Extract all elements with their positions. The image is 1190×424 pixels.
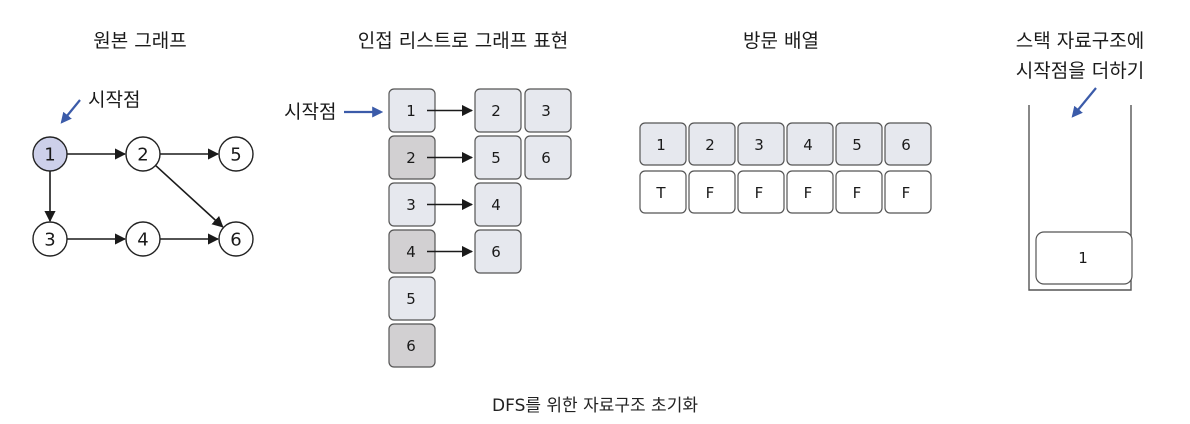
graph-title: 원본 그래프	[93, 30, 186, 52]
adjacency-neighbor-label: 4	[491, 196, 501, 214]
adjacency-head-cell	[388, 276, 436, 321]
graph-node-1: 1	[32, 136, 68, 172]
adjacency-start-label: 시작점	[284, 101, 336, 123]
visited-value-label: F	[853, 184, 862, 202]
stack-item-box	[1035, 231, 1133, 285]
adjacency-head-label: 5	[406, 290, 416, 308]
adjacency-neighbor-cell	[474, 88, 522, 133]
graph-node-label: 3	[44, 230, 55, 251]
visited-index-cell	[786, 122, 834, 166]
visited-value-cell	[884, 170, 932, 214]
visited-value-label: T	[655, 184, 666, 202]
graph-start-pointer: 시작점	[60, 89, 140, 124]
graph-node-6: 6	[218, 221, 254, 257]
visited-index-label: 3	[754, 136, 764, 154]
graph-node-4: 4	[125, 221, 161, 257]
graph-node-label: 6	[230, 230, 241, 251]
graph-node-circle	[218, 136, 254, 172]
graph-node-label: 2	[137, 145, 148, 166]
adjacency-head-cell	[388, 323, 436, 368]
graph-node-5: 5	[218, 136, 254, 172]
adjacency-head-label: 4	[406, 243, 416, 261]
visited-value-cell	[786, 170, 834, 214]
visited-index-cell	[884, 122, 932, 166]
visited-index-label: 5	[852, 136, 862, 154]
visited-title: 방문 배열	[743, 30, 819, 52]
graph-start-label: 시작점	[88, 89, 140, 111]
adjacency-row-5: 5	[388, 276, 436, 321]
graph-node-label: 4	[137, 230, 148, 251]
visited-value-cell	[639, 170, 687, 214]
adjacency-head-label: 3	[406, 196, 416, 214]
visited-value-label: F	[755, 184, 764, 202]
adjacency-neighbor-label: 6	[491, 243, 501, 261]
visited-column-6: 6F	[884, 122, 932, 214]
visited-column-3: 3F	[737, 122, 785, 214]
adjacency-title: 인접 리스트로 그래프 표현	[358, 30, 568, 52]
adjacency-head-label: 6	[406, 337, 416, 355]
graph-node-3: 3	[32, 221, 68, 257]
adjacency-neighbor-label: 3	[541, 102, 551, 120]
graph-nodes: 1 2 3 4 5 6	[32, 136, 254, 257]
adjacency-head-label: 2	[406, 149, 416, 167]
visited-index-label: 1	[656, 136, 666, 154]
adjacency-start-pointer: 시작점	[284, 101, 384, 123]
adjacency-neighbor-cell	[474, 182, 522, 227]
visited-index-label: 4	[803, 136, 813, 154]
stack-container	[1028, 105, 1132, 291]
figure-caption: DFS를 위한 자료구조 초기화	[492, 396, 698, 416]
visited-index-cell	[835, 122, 883, 166]
stack-title-line2: 시작점을 더하기	[1016, 60, 1144, 82]
adjacency-row-1: 1 2 3	[388, 88, 572, 133]
graph-edges	[44, 148, 224, 245]
stack: 1	[1028, 87, 1133, 291]
visited-value-cell	[737, 170, 785, 214]
graph-node-label: 1	[44, 145, 55, 166]
visited-value-label: F	[902, 184, 911, 202]
adjacency-neighbor-cell	[524, 135, 572, 180]
adjacency-neighbor-label: 2	[491, 102, 501, 120]
graph-node-circle	[218, 221, 254, 257]
graph-edge-2-6	[155, 164, 224, 228]
adjacency-neighbor-cell	[524, 88, 572, 133]
adjacency-neighbor-label: 5	[491, 149, 501, 167]
visited-index-cell	[639, 122, 687, 166]
visited-value-cell	[835, 170, 883, 214]
stack-item-label: 1	[1078, 249, 1088, 267]
visited-index-label: 2	[705, 136, 715, 154]
visited-index-cell	[688, 122, 736, 166]
stack-items: 1	[1035, 231, 1133, 285]
graph-node-circle	[32, 136, 68, 172]
visited-value-label: F	[804, 184, 813, 202]
stack-push-arrow	[1071, 87, 1097, 118]
visited-column-5: 5F	[835, 122, 883, 214]
visited-index-cell	[737, 122, 785, 166]
graph-node-circle	[32, 221, 68, 257]
stack-title-line1: 스택 자료구조에	[1016, 30, 1144, 52]
visited-column-2: 2F	[688, 122, 736, 214]
visited-value-label: F	[706, 184, 715, 202]
graph-node-2: 2	[125, 136, 161, 172]
adjacency-neighbor-cell	[474, 229, 522, 274]
adjacency-neighbor-label: 6	[541, 149, 551, 167]
adjacency-head-label: 1	[406, 102, 416, 120]
adjacency-neighbor-cell	[474, 135, 522, 180]
visited-column-4: 4F	[786, 122, 834, 214]
adjacency-row-6: 6	[388, 323, 436, 368]
visited-column-1: 1T	[639, 122, 687, 214]
visited-value-cell	[688, 170, 736, 214]
graph-node-circle	[125, 221, 161, 257]
stack-item: 1	[1035, 231, 1133, 285]
adjacency-row-2: 2 5 6	[388, 135, 572, 180]
graph-node-label: 5	[230, 145, 241, 166]
graph-node-circle	[125, 136, 161, 172]
visited-index-label: 6	[901, 136, 911, 154]
